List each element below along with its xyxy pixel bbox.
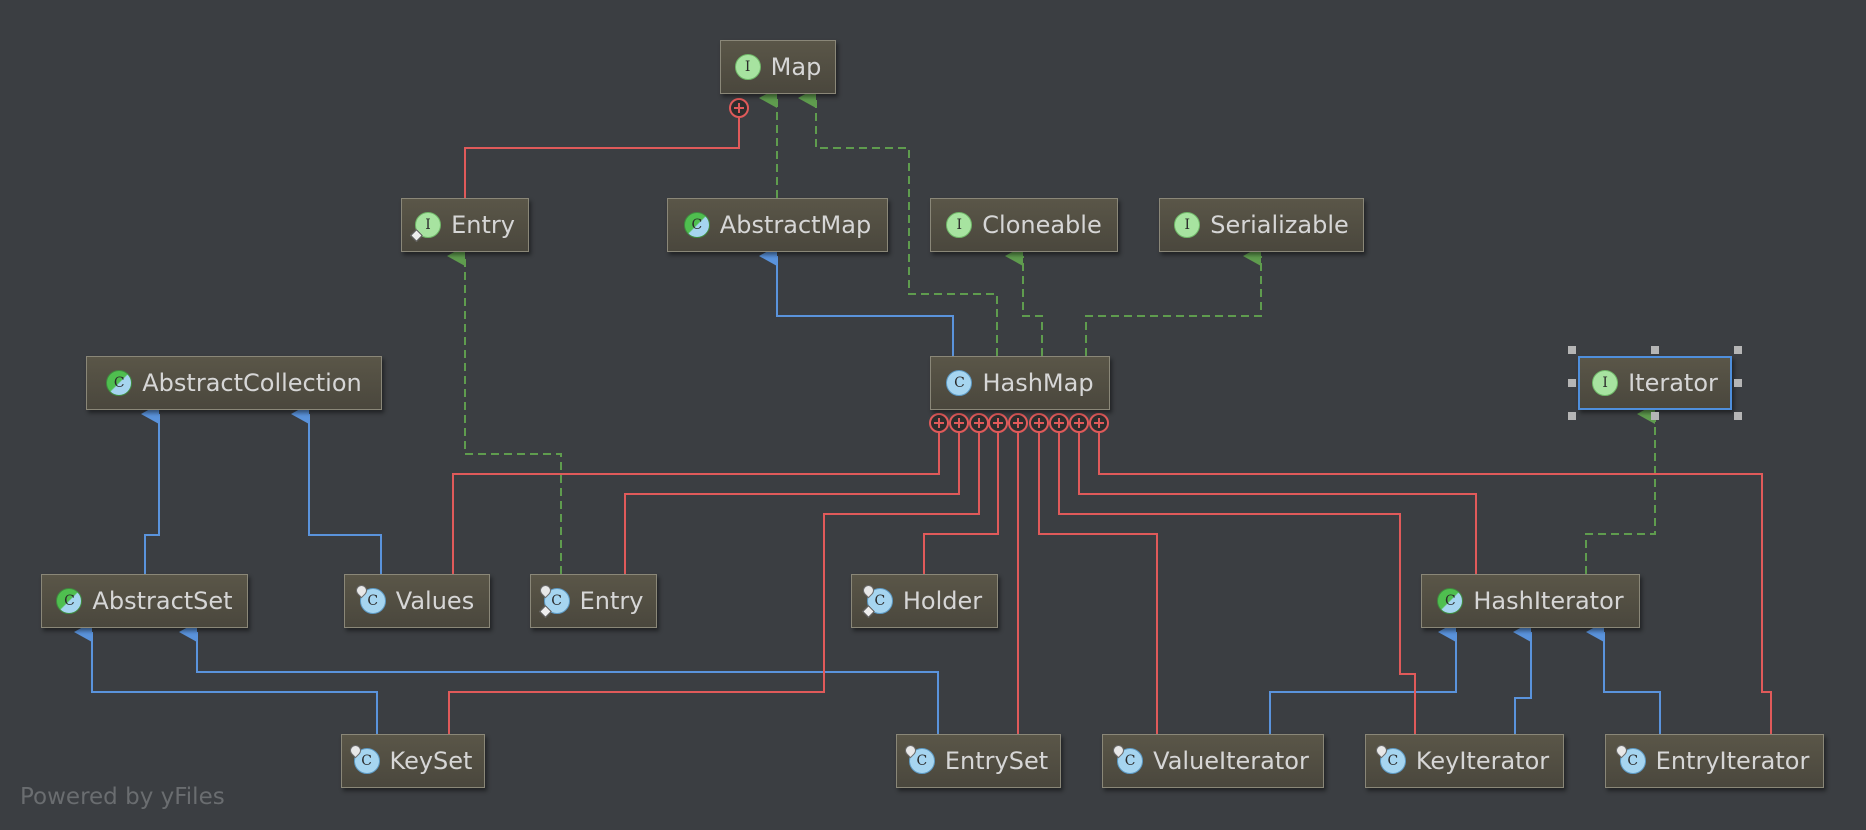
node-label: Iterator	[1628, 369, 1718, 397]
node-entryset[interactable]: C EntrySet	[896, 734, 1061, 788]
abstract-class-icon: C	[106, 370, 133, 396]
node-label: HashIterator	[1473, 587, 1624, 615]
inner-class-plus-icon	[1049, 413, 1069, 433]
node-holder[interactable]: C Holder	[851, 574, 998, 628]
inner-class-plus-icon	[1069, 413, 1089, 433]
edge-valueiterator-to-hashiterator	[1269, 622, 1457, 734]
edge-hashmap-to-abstractmap	[759, 246, 954, 356]
interface-icon: I	[1592, 370, 1619, 396]
node-label: AbstractCollection	[142, 369, 362, 397]
class-icon: C	[946, 370, 973, 396]
class-icon: C	[1373, 742, 1406, 774]
inner-class-plus-icon	[969, 413, 989, 433]
edge-hashmap-to-serializable	[1085, 246, 1262, 356]
inner-class-plus-icon	[929, 413, 949, 433]
node-label: EntrySet	[944, 747, 1049, 775]
node-keyiterator[interactable]: C KeyIterator	[1365, 734, 1564, 788]
node-values[interactable]: C Values	[344, 574, 490, 628]
selection-handle[interactable]	[1651, 346, 1659, 354]
node-abstractset[interactable]: C AbstractSet	[41, 574, 248, 628]
selection-handle[interactable]	[1734, 346, 1742, 354]
node-label: KeySet	[389, 747, 473, 775]
node-abstractcollection[interactable]: C AbstractCollection	[86, 356, 382, 410]
node-label: HashMap	[982, 369, 1094, 397]
inner-class-plus-icon	[988, 413, 1008, 433]
edge-keyiterator-to-hashmap	[1058, 432, 1416, 734]
edge-keyiterator-to-hashiterator	[1513, 622, 1532, 734]
edge-values-to-hashmap	[452, 432, 940, 574]
selection-handle[interactable]	[1568, 379, 1576, 387]
edge-hashmap-to-map	[798, 88, 998, 356]
edge-values-to-abstractcollection	[291, 404, 382, 574]
node-abstractmap[interactable]: C AbstractMap	[667, 198, 888, 252]
abstract-class-icon: C	[56, 588, 83, 614]
edge-keyset-to-abstractset	[74, 622, 378, 734]
selection-handle[interactable]	[1568, 346, 1576, 354]
node-label: Holder	[902, 587, 983, 615]
node-valueiterator[interactable]: C ValueIterator	[1102, 734, 1324, 788]
node-label: Values	[395, 587, 475, 615]
node-iterator[interactable]: I Iterator	[1578, 356, 1732, 410]
selection-handle[interactable]	[1734, 379, 1742, 387]
node-label: Entry	[579, 587, 644, 615]
edge-entry-class-to-hashmap	[624, 432, 960, 574]
inner-class-plus-icon	[949, 413, 969, 433]
interface-icon: I	[410, 212, 442, 242]
powered-by-watermark: Powered by yFiles	[20, 784, 225, 810]
node-map[interactable]: I Map	[720, 40, 836, 94]
edge-abstractset-to-abstractcollection	[141, 404, 160, 574]
node-label: Map	[770, 53, 822, 81]
node-hashiterator[interactable]: C HashIterator	[1421, 574, 1640, 628]
edge-hashmap-to-cloneable	[1005, 246, 1043, 356]
edge-entryiterator-to-hashmap	[1098, 432, 1772, 734]
node-label: EntryIterator	[1655, 747, 1810, 775]
edge-entryset-to-abstractset	[179, 622, 939, 734]
class-icon: C	[347, 742, 380, 774]
inner-class-plus-icon	[729, 98, 749, 118]
node-keyset[interactable]: C KeySet	[341, 734, 485, 788]
edge-entry-class-to-entry-iface	[447, 246, 562, 574]
selection-handle[interactable]	[1651, 412, 1659, 420]
edge-hashiterator-to-iterator	[1585, 404, 1656, 574]
edge-entryiterator-to-hashiterator	[1586, 622, 1661, 734]
class-icon: C	[902, 742, 935, 774]
abstract-class-icon: C	[1437, 588, 1464, 614]
node-label: Entry	[451, 211, 515, 239]
edge-keyset-to-hashmap	[448, 432, 980, 734]
inner-class-plus-icon	[1008, 413, 1028, 433]
node-hashmap[interactable]: C HashMap	[930, 356, 1110, 410]
node-label: Cloneable	[982, 211, 1102, 239]
edge-valueiterator-to-hashmap	[1038, 432, 1158, 734]
node-label: AbstractSet	[92, 587, 233, 615]
edge-hashiterator-to-hashmap	[1078, 432, 1477, 574]
node-cloneable[interactable]: I Cloneable	[930, 198, 1118, 252]
interface-icon: I	[1174, 212, 1201, 238]
node-entryiterator[interactable]: C EntryIterator	[1605, 734, 1824, 788]
node-label: AbstractMap	[719, 211, 872, 239]
node-entry-iface[interactable]: I Entry	[401, 198, 529, 252]
interface-icon: I	[734, 54, 761, 80]
edge-entry-iface-to-map	[464, 117, 740, 198]
node-label: ValueIterator	[1153, 747, 1309, 775]
selection-handle[interactable]	[1568, 412, 1576, 420]
class-icon: C	[537, 582, 570, 618]
selection-handle[interactable]	[1734, 412, 1742, 420]
class-icon: C	[860, 582, 893, 618]
class-icon: C	[353, 582, 386, 614]
node-serializable[interactable]: I Serializable	[1159, 198, 1364, 252]
inner-class-plus-icon	[1089, 413, 1109, 433]
inner-class-plus-icon	[1029, 413, 1049, 433]
node-entry-class[interactable]: C Entry	[530, 574, 657, 628]
node-label: KeyIterator	[1415, 747, 1550, 775]
abstract-class-icon: C	[683, 212, 710, 238]
node-label: Serializable	[1210, 211, 1349, 239]
class-icon: C	[1110, 742, 1144, 774]
interface-icon: I	[946, 212, 973, 238]
edge-holder-to-hashmap	[923, 432, 999, 574]
class-icon: C	[1613, 742, 1646, 774]
